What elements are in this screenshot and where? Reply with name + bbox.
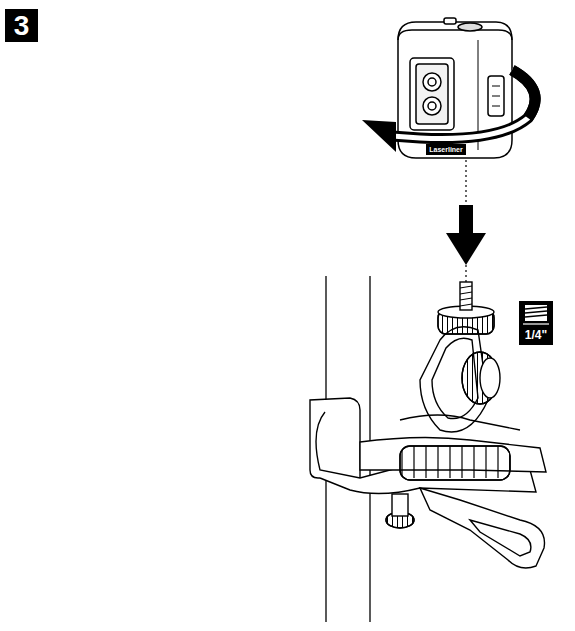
rotation-arrow [362, 70, 535, 152]
clamp [310, 282, 546, 568]
step-box [5, 9, 38, 42]
thread-size: 1/4" [519, 326, 553, 344]
mount-guide [446, 160, 486, 300]
step-number: 3 [5, 9, 38, 42]
thread-icon [519, 301, 553, 345]
brand-logo: Laserliner [426, 144, 466, 155]
